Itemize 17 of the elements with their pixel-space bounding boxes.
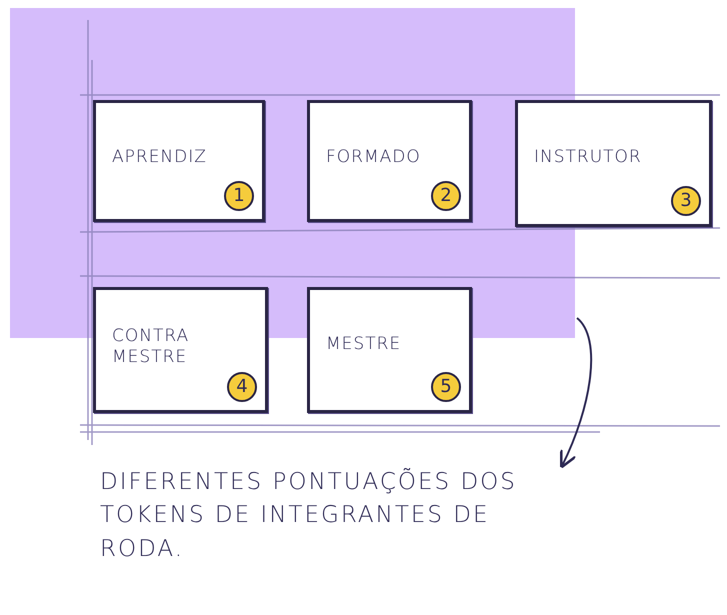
handwritten-note: DIFERENTES PONTUAÇÕES DOS TOKENS DE INTEGRANTES DE RODA. (100, 466, 570, 606)
rank-name: APRENDIZ (112, 147, 207, 168)
rank-name: FORMADO (326, 147, 421, 168)
rank-name: CONTRA MESTRE (112, 326, 190, 368)
rank-card (515, 100, 712, 227)
rank-card (93, 287, 268, 413)
arrow (560, 317, 592, 469)
rank-name: MESTRE (326, 334, 402, 356)
rank-name: INSTRUTOR (534, 147, 642, 168)
rank-card (93, 100, 265, 222)
number-badge: 1 (224, 181, 254, 211)
rank-card (307, 287, 472, 413)
number-badge: 5 (431, 372, 461, 402)
rank-card (307, 100, 472, 222)
number-badge: 4 (227, 372, 257, 402)
number-badge: 2 (431, 181, 461, 211)
number-badge: 3 (671, 186, 701, 216)
